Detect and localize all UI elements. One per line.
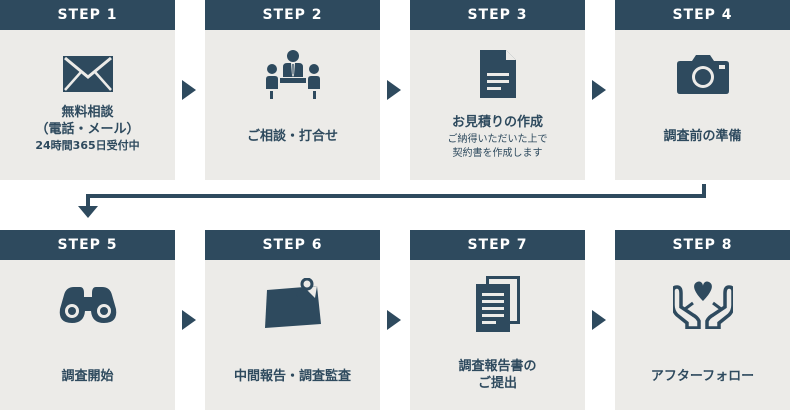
step-card-2: STEP 2 ご相談・打合せ (205, 0, 380, 180)
step-text: 調査開始 (0, 368, 175, 385)
right-arrow-icon (387, 310, 401, 330)
hands-heart-icon (672, 274, 733, 334)
step-text: アフターフォロー (615, 368, 790, 385)
step-title-line: 調査開始 (61, 369, 114, 384)
camera-icon (673, 44, 733, 104)
step-title-line: お見積りの作成 (451, 115, 543, 130)
step-text: 無料相談 （電話・メール） 24時間365日受付中 (0, 104, 175, 154)
step-label: STEP 1 (0, 0, 175, 30)
binoculars-icon (58, 274, 118, 334)
step-title-line: ご提出 (477, 376, 517, 391)
step-title-line: 調査報告書の (458, 359, 537, 374)
right-arrow-icon (182, 310, 196, 330)
step-label: STEP 8 (615, 230, 790, 260)
step-title-line: 中間報告・調査監査 (233, 369, 351, 384)
connector-line (86, 194, 90, 206)
step-card-4: STEP 4 調査前の準備 (615, 0, 790, 180)
step-label: STEP 2 (205, 0, 380, 30)
step-label: STEP 4 (615, 0, 790, 30)
step-text: 調査報告書の ご提出 (410, 358, 585, 392)
right-arrow-icon (387, 80, 401, 100)
memo-pin-icon (263, 274, 323, 334)
step-card-6: STEP 6 中間報告・調査監査 (205, 230, 380, 410)
right-arrow-icon (592, 80, 606, 100)
meeting-people-icon (263, 44, 323, 104)
step-card-7: STEP 7 調査報告書の ご提出 (410, 230, 585, 410)
step-label: STEP 5 (0, 230, 175, 260)
right-arrow-icon (592, 310, 606, 330)
step-subtext: 契約書を作成します (452, 148, 543, 159)
envelope-icon (58, 44, 118, 104)
step-card-5: STEP 5 調査開始 (0, 230, 175, 410)
connector-line (86, 194, 706, 198)
step-text: 中間報告・調査監査 (205, 368, 380, 385)
down-arrow-icon (78, 206, 98, 218)
step-title-line: 調査前の準備 (663, 129, 742, 144)
step-text: お見積りの作成 ご納得いただいた上で 契約書を作成します (410, 114, 585, 161)
report-documents-icon (468, 274, 528, 334)
step-label: STEP 7 (410, 230, 585, 260)
connector-line (702, 184, 706, 198)
step-text: ご相談・打合せ (205, 128, 380, 145)
step-card-8: STEP 8 アフターフォロー (615, 230, 790, 410)
step-title-line: （電話・メール） (35, 122, 140, 137)
right-arrow-icon (182, 80, 196, 100)
step-card-3: STEP 3 お見積りの作成 ご納得いただいた上で 契約書を作成します (410, 0, 585, 180)
step-label: STEP 3 (410, 0, 585, 30)
document-icon (468, 44, 528, 104)
step-title-line: ご相談・打合せ (246, 129, 338, 144)
step-title-line: アフターフォロー (650, 369, 755, 384)
step-subtext: ご納得いただいた上で (447, 134, 548, 145)
step-label: STEP 6 (205, 230, 380, 260)
step-card-1: STEP 1 無料相談 （電話・メール） 24時間365日受付中 (0, 0, 175, 180)
step-text: 調査前の準備 (615, 128, 790, 145)
step-title-line: 無料相談 (61, 105, 114, 120)
step-subtext: 24時間365日受付中 (35, 139, 140, 152)
